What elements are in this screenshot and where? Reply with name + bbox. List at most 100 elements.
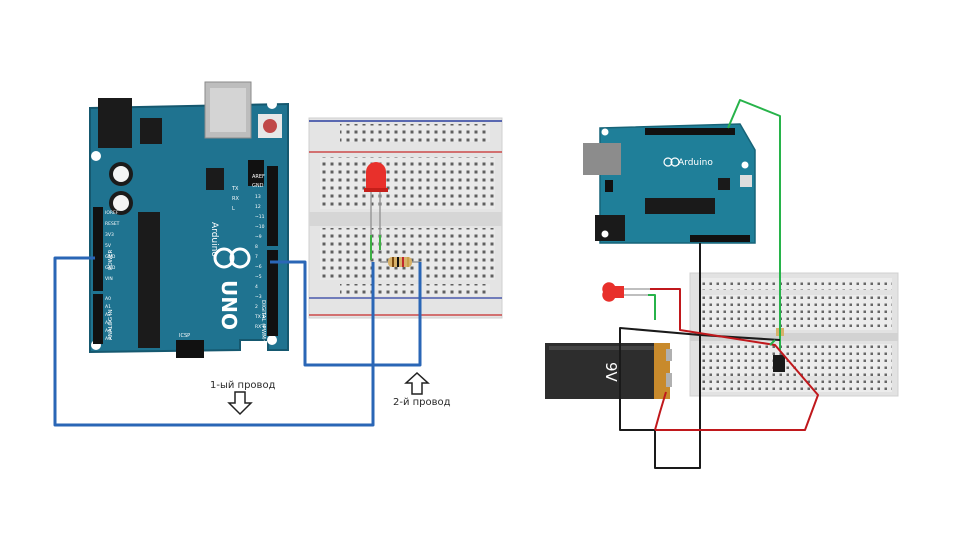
pin-label: GND [105,254,116,260]
wire-2 [270,260,422,367]
pin-label: 5V [105,243,112,249]
mount-hole [267,335,277,345]
battery-9v: 9V [545,343,672,399]
analog-in-label: ANALOG IN [108,309,114,340]
arrow-up-icon [404,371,430,395]
tx-label: TX [231,186,239,192]
digital-label: DIGITAL (PWM~) [260,300,266,346]
capacitor-top [113,195,129,211]
atmega-chip [138,212,160,348]
gnd-label: GND [252,183,264,189]
pin-label: A0 [105,296,111,302]
reset-button [740,175,752,187]
wire-led-green [648,294,656,320]
wire-stub [769,339,776,346]
resistor [380,257,420,267]
wire-red-battery [654,391,667,431]
pin-label: A4 [105,328,111,334]
mount-hole [601,128,609,136]
battery-body [545,343,659,399]
pin-label: ~3 [255,294,262,300]
red-led [364,162,388,260]
arduino-logo-icon [663,157,680,167]
top-rail-holes [700,278,892,290]
left-diagram: UNO Arduino POWER ANALOG IN DIGITAL (PWM… [53,81,503,427]
board-model-label: UNO [217,280,241,330]
rx-label: RX [232,196,239,202]
icsp-header-bottom [176,340,204,358]
pin-label: TX 1 [254,314,265,320]
wire-red [650,288,819,431]
pin-label: GND [105,265,116,271]
wire-green [727,99,781,350]
power-jack [98,98,132,148]
bottom-terminal-holes [700,344,892,376]
mount-hole [91,151,101,161]
top-terminal-holes [700,295,892,330]
right-diagram: Arduino 9V [545,99,899,469]
pin-label: 4 [255,284,258,290]
pin-label: A2 [105,312,111,318]
bottom-rail-holes [700,380,892,392]
power-header [93,207,103,291]
capacitor-top [113,166,129,182]
digital-header-lower [267,250,278,336]
reset-button-cap [263,119,277,133]
arduino-uno-board: UNO Arduino POWER ANALOG IN DIGITAL (PWM… [89,81,289,358]
pin-label: 7 [255,254,258,260]
voltage-regulator [140,118,162,144]
wire-black [654,243,701,469]
aref-label: AREF [252,174,265,180]
wire-1 [53,256,375,427]
board-brand-label: Arduino [209,222,219,257]
led-l-label: L [232,206,235,212]
pin-label: 8 [255,244,258,250]
pin-label: A5 [105,336,111,342]
pin-label: A1 [105,304,111,310]
icsp-header-top [248,160,264,186]
digital-header [645,128,735,135]
board-brand-label: Arduino [678,158,713,168]
usb-chip [206,168,224,190]
atmega-chip [645,198,715,214]
pin-label: VIN [105,276,113,282]
jumper [605,180,613,192]
bottom-terminal-holes [320,228,495,280]
pin-label: 2 [255,304,258,310]
pin-label: ~9 [255,234,262,240]
chip-small [718,178,730,190]
mount-hole [267,99,277,109]
arduino-logo-icon [213,247,251,269]
center-channel [690,333,898,341]
battery-terminal [666,373,672,387]
pin-label: 13 [255,194,261,200]
battery-label: 9V [602,362,620,383]
power-header-labels: IOREF RESET 3V3 5V GND GND VIN [105,210,120,282]
power-label: POWER [108,249,114,270]
bottom-rail-holes [340,284,490,296]
power-header [690,235,750,242]
digital-header-upper [267,166,278,246]
pin-label: A3 [105,320,111,326]
red-led-right [602,282,650,302]
mount-hole [741,161,749,169]
pin-label: IOREF [105,210,119,216]
power-jack [595,215,625,241]
pin-label: ~6 [255,264,262,270]
battery-terminal [666,349,672,361]
wire-2-label: 2-й провод [393,397,451,408]
usb-connector [583,143,621,175]
breadboard-right [689,272,899,397]
breadboard-left [308,117,503,319]
icsp-label: ICSP [179,333,190,339]
top-rail-holes [340,124,490,142]
pin-label: ~11 [255,214,265,220]
arrow-down-icon [227,391,253,416]
pin-label: ~5 [255,274,262,280]
mount-hole [601,230,609,238]
pin-label: RESET [105,221,120,227]
pin-label: 3V3 [105,232,114,238]
